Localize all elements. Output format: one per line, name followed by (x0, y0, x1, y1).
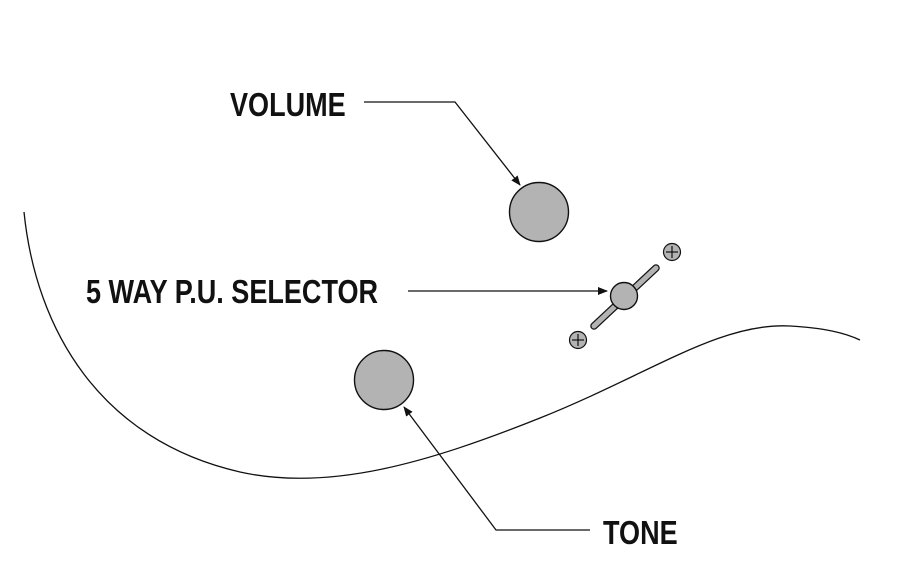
tone-leader-line (403, 406, 590, 531)
pickup-selector-label: 5 WAY P.U. SELECTOR (86, 275, 378, 311)
guitar-body-outline (23, 211, 861, 479)
screw-icon (662, 242, 682, 262)
tone-knob[interactable] (353, 349, 415, 411)
tone-label: TONE (603, 516, 678, 552)
pickup-selector-switch[interactable] (590, 264, 660, 330)
selector-tip[interactable] (609, 281, 639, 311)
volume-knob[interactable] (508, 181, 570, 243)
volume-label: VOLUME (230, 88, 346, 124)
screw-icon (568, 330, 588, 350)
volume-leader-line (364, 101, 521, 186)
